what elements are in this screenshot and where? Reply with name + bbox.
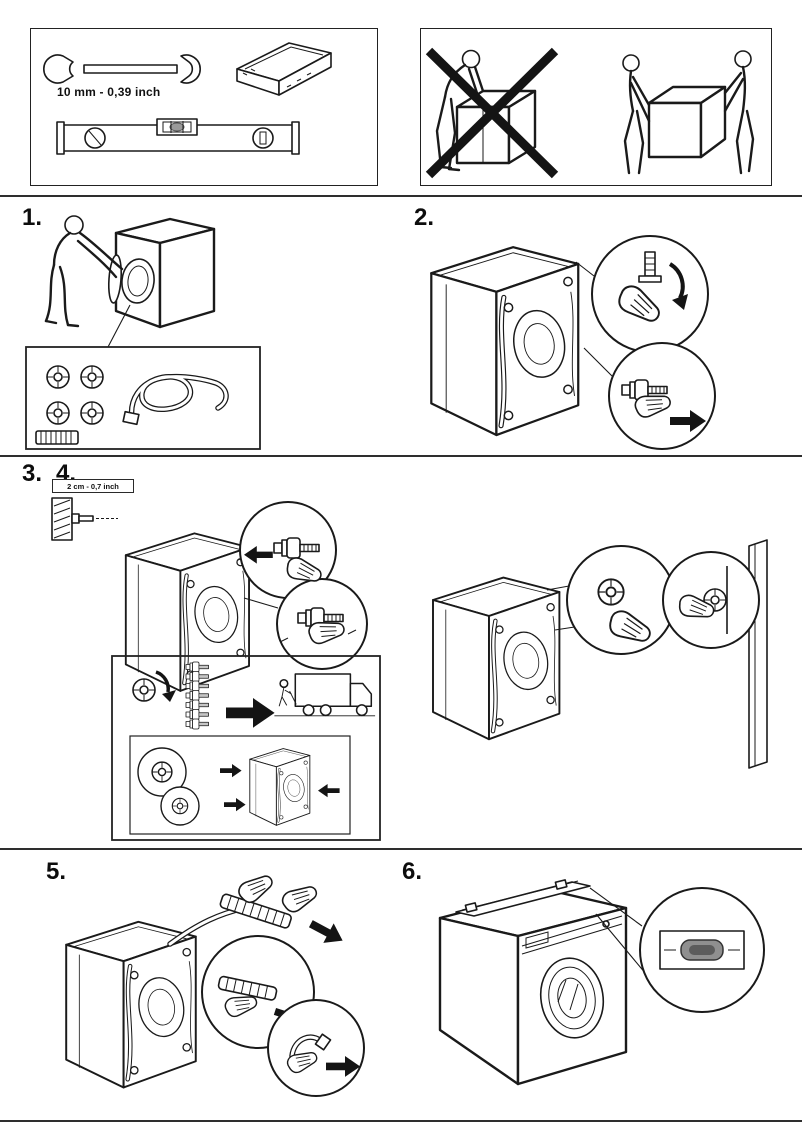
- hole-cap-icon: [151, 761, 173, 783]
- washing-machine-front-icon: [438, 879, 628, 1086]
- hole-cap-icon: [80, 401, 104, 425]
- step-3-4-right-illustration: [405, 539, 768, 769]
- truck-icon: [273, 673, 376, 717]
- arrow-right-icon: [224, 798, 246, 812]
- step-2-label: 2.: [414, 204, 435, 231]
- cardboard-tray-icon: [236, 42, 332, 96]
- hose-end-detail: [284, 1033, 361, 1077]
- section-divider: [0, 848, 802, 850]
- washing-machine-rear-icon: [66, 922, 196, 1088]
- tools-box: 10 mm - 0,39 inch: [30, 28, 378, 186]
- wall-clearance-detail: [51, 489, 118, 541]
- packing-box: [111, 655, 381, 841]
- wrench-icon: [43, 54, 201, 84]
- step-6-label: 6.: [402, 858, 423, 885]
- washing-machine-rear-icon: [431, 247, 578, 435]
- cap-insert-box: [129, 735, 351, 835]
- handling-box: [420, 28, 772, 186]
- step-1-number: 1.: [22, 204, 56, 232]
- arrow-right-icon: [305, 914, 348, 951]
- spirit-level-icon: [56, 118, 300, 155]
- step-5-label: 5.: [46, 858, 67, 885]
- hole-cap-icon: [597, 578, 625, 606]
- rotate-arrow-icon: [672, 294, 688, 310]
- hose-pull-detail: [217, 975, 309, 1031]
- tools-illustration: [43, 42, 332, 155]
- hole-cap-icon: [171, 797, 189, 815]
- step-2-illustration: [408, 235, 716, 450]
- inlet-hose-icon: [122, 373, 229, 426]
- parts-box: [25, 346, 261, 450]
- step-5-number: 5.: [46, 858, 80, 886]
- washing-machine-rear-icon: [433, 578, 559, 740]
- arrow-right-icon: [226, 698, 275, 728]
- step-3-label: 3.: [22, 460, 43, 487]
- press-cap-detail: [676, 566, 728, 634]
- unscrew-bolt-detail: [613, 251, 688, 330]
- person-at-machine-icon: [44, 215, 124, 328]
- handling-illustration: [425, 47, 755, 179]
- hole-cap-icon: [46, 401, 70, 425]
- step-1-label: 1.: [22, 204, 43, 231]
- hole-cap-icon: [132, 678, 156, 702]
- arrow-right-icon: [220, 764, 242, 778]
- hole-cap-icon: [46, 365, 70, 389]
- wall-clearance-label: 2 cm - 0,7 inch: [52, 479, 134, 493]
- section-divider: [0, 1120, 802, 1122]
- step-5-illustration: [20, 869, 365, 1097]
- washing-machine-rear-icon: [248, 747, 311, 827]
- do-not-lift-alone-icon: [425, 47, 559, 179]
- step-3-4-left-illustration: [51, 489, 381, 841]
- hole-cap-icon: [80, 365, 104, 389]
- hose-guide-icon: [35, 430, 79, 445]
- step-1-illustration: [25, 215, 261, 450]
- plug-plate-detail: [659, 930, 745, 970]
- washing-machine-front-open-icon: [107, 217, 216, 329]
- hold-bolt-detail: [279, 607, 357, 646]
- lift-with-help-icon: [622, 50, 755, 175]
- drain-hose-icon: [219, 893, 292, 929]
- curve-arrow-icon: [162, 690, 176, 702]
- arrow-left-icon: [318, 784, 340, 798]
- step-6-illustration: [438, 879, 765, 1086]
- callout-hose-end: [267, 999, 365, 1097]
- section-divider: [0, 195, 802, 197]
- step-2-number: 2.: [414, 204, 448, 232]
- section-divider: [0, 455, 802, 457]
- step-6-number: 6.: [402, 858, 436, 886]
- wrench-size-label: 10 mm - 0,39 inch: [57, 85, 161, 99]
- hand-icon: [279, 880, 321, 916]
